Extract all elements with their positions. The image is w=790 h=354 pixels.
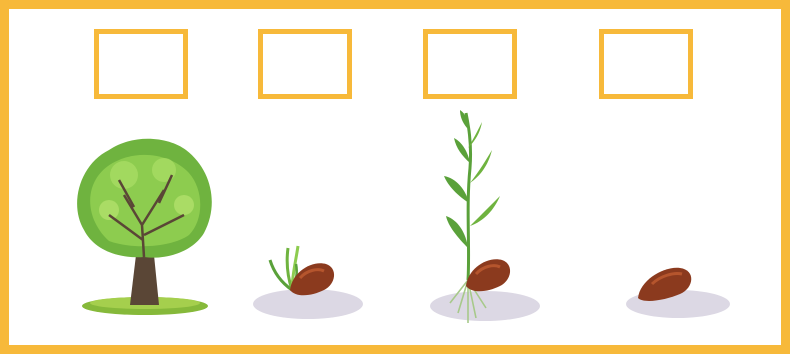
answer-box-1[interactable] <box>94 29 188 99</box>
answer-box-2-value <box>263 34 347 94</box>
answer-box-1-value <box>99 34 183 94</box>
answer-box-2[interactable] <box>258 29 352 99</box>
seedling-plant-icon <box>428 108 543 328</box>
answer-box-4[interactable] <box>599 29 693 99</box>
answer-box-3-value <box>428 34 512 94</box>
answer-box-3[interactable] <box>423 29 517 99</box>
tree-icon <box>64 135 224 320</box>
seed-icon <box>624 262 734 322</box>
answer-box-4-value <box>604 34 688 94</box>
sprouting-seed-icon <box>252 238 367 323</box>
